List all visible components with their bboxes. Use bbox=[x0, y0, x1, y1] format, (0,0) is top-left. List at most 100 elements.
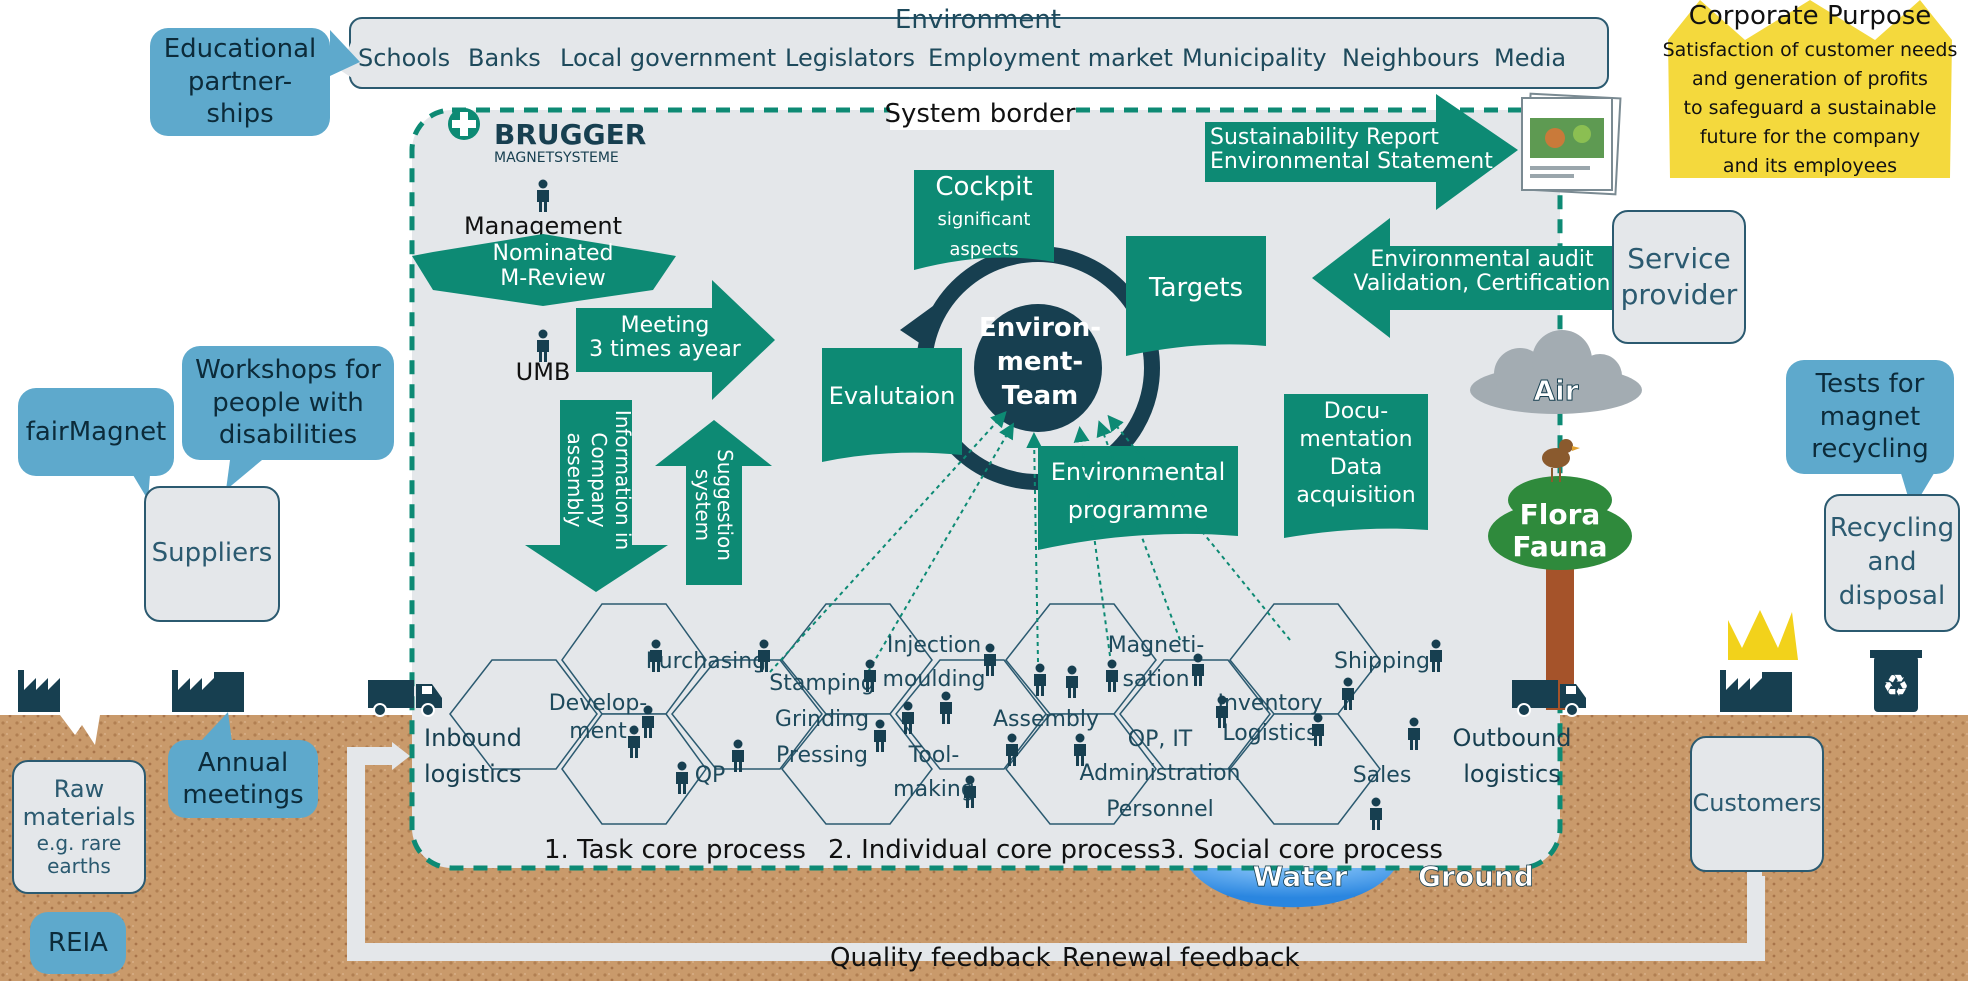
feedback-arrowhead bbox=[392, 742, 410, 770]
hex-label-opit-3: Personnel bbox=[1106, 797, 1214, 822]
team-line-2: ment- bbox=[997, 347, 1083, 377]
hex-toolmaking bbox=[781, 713, 933, 825]
workshops-line-2: people with bbox=[212, 387, 364, 418]
hex-label-toolmaking-1: Tool- bbox=[908, 743, 960, 768]
bird-icon bbox=[1542, 439, 1580, 482]
meeting-line-2: 3 times ayear bbox=[589, 337, 742, 362]
information-line-3: assembly bbox=[563, 433, 587, 528]
meeting-arrow bbox=[576, 280, 775, 400]
connector-4 bbox=[1073, 426, 1111, 657]
hex-label-inventory-1: Inventory bbox=[1217, 691, 1322, 716]
hex-label-injection-1: Injection bbox=[887, 633, 981, 658]
recycle-bin-icon: ♻ bbox=[1870, 650, 1922, 712]
information-line-2: Company bbox=[587, 432, 611, 527]
workshops-line-1: Workshops for bbox=[195, 355, 381, 386]
core-process-1: 1. Task core process bbox=[544, 835, 806, 865]
ground-label: Ground bbox=[1418, 860, 1534, 893]
recycling-line-1: Recycling bbox=[1829, 513, 1955, 544]
audit-line-1: Environmental audit bbox=[1370, 247, 1594, 272]
corporate-purpose-line-1: Satisfaction of customer needs bbox=[1663, 39, 1958, 61]
annual-bubble-pointer bbox=[200, 712, 232, 742]
hex-label-toolmaking-2: making bbox=[893, 777, 975, 802]
env-item-legislators: Legislators bbox=[785, 44, 915, 72]
team-circle bbox=[974, 304, 1102, 432]
raw-line-3: e.g. rare bbox=[36, 830, 122, 855]
documentation-line-3: Data bbox=[1330, 455, 1383, 480]
pdca-arrowhead bbox=[900, 290, 955, 350]
reia-label: REIA bbox=[48, 927, 108, 958]
m-review-line-2: M-Review bbox=[500, 266, 605, 291]
programme-line-2: programme bbox=[1068, 496, 1209, 524]
hex-label-development-2: ment bbox=[569, 719, 627, 744]
team-line-3: Team bbox=[1002, 381, 1079, 411]
raw-line-1: Raw bbox=[53, 775, 105, 804]
hex-label-magnetisation-1: Magneti- bbox=[1108, 633, 1205, 658]
logo-name: BRUGGER bbox=[494, 118, 646, 151]
hex-label-stamping-2: Grinding bbox=[775, 707, 869, 732]
educational-line-1: Educational bbox=[163, 34, 317, 65]
suggestion-line-1: Suggestion bbox=[713, 449, 737, 561]
inbound-truck-icon bbox=[367, 679, 443, 717]
hex-label-assembly: Assembly bbox=[993, 707, 1099, 732]
targets-label: Targets bbox=[1148, 273, 1243, 303]
renewal-feedback-label: Renewal feedback bbox=[1062, 943, 1300, 973]
report-arrow bbox=[1205, 94, 1518, 210]
crown-shape bbox=[1668, 0, 1952, 178]
m-review-line-1: Nominated bbox=[492, 241, 613, 266]
workshops-line-3: disabilities bbox=[218, 420, 358, 451]
hex-label-stamping-1: Stamping bbox=[769, 671, 875, 696]
corporate-purpose-line-2: and generation of profits bbox=[1692, 68, 1928, 90]
connector-1 bbox=[769, 411, 1007, 673]
system-border-label-bg bbox=[890, 96, 1070, 130]
team-line-1: Environ- bbox=[979, 313, 1101, 343]
umb-label: UMB bbox=[516, 358, 571, 386]
feedback-loop bbox=[347, 747, 1765, 961]
inbound-line-1: Inbound bbox=[424, 724, 522, 752]
tests-line-2: magnet bbox=[1819, 401, 1921, 432]
factory-icon-1 bbox=[18, 670, 60, 712]
connector-3 bbox=[1026, 432, 1043, 663]
raw-line-2: materials bbox=[22, 803, 136, 831]
fairmagnet-label: fairMagnet bbox=[25, 416, 167, 447]
audit-line-2: Validation, Certification bbox=[1354, 271, 1611, 296]
flora-label: Flora bbox=[1520, 498, 1601, 531]
fauna-label: Fauna bbox=[1512, 530, 1607, 563]
env-item-banks: Banks bbox=[468, 44, 541, 72]
hex-qp bbox=[561, 713, 707, 825]
hex-label-opit-1: OP, IT bbox=[1128, 727, 1193, 752]
mine-notch bbox=[60, 715, 100, 745]
hex-development bbox=[449, 659, 598, 770]
hex-label-sales: Sales bbox=[1353, 763, 1412, 788]
hex-label-development-1: Develop- bbox=[549, 691, 648, 716]
report-line-1: Sustainability Report bbox=[1210, 125, 1439, 150]
hex-label-injection-2: moulding bbox=[883, 667, 986, 692]
env-item-local-government: Local government bbox=[560, 44, 776, 72]
customer-crown-icon bbox=[1728, 610, 1798, 660]
report-document-icon bbox=[1521, 92, 1622, 196]
hex-label-shipping: Shipping bbox=[1334, 649, 1430, 674]
env-item-employment-market: Employment market bbox=[928, 44, 1173, 72]
documentation-line-1: Docu- bbox=[1324, 399, 1388, 424]
cockpit-label: Cockpit bbox=[935, 172, 1032, 202]
core-process-3: 3. Social core process bbox=[1160, 835, 1443, 865]
quality-feedback-label: Quality feedback bbox=[830, 943, 1051, 973]
inbound-line-2: logistics bbox=[424, 760, 522, 788]
documentation-line-4: acquisition bbox=[1296, 483, 1415, 508]
hex-opit bbox=[1005, 713, 1157, 825]
educational-bubble-pointer bbox=[330, 30, 360, 76]
factory-icon-3 bbox=[1720, 670, 1762, 712]
suppliers-box: Suppliers bbox=[144, 486, 280, 622]
suggestion-line-2: system bbox=[691, 469, 715, 541]
env-item-neighbours: Neighbours bbox=[1342, 44, 1479, 72]
documentation-box bbox=[1284, 394, 1428, 538]
hex-assembly bbox=[895, 659, 1047, 770]
annual-line-1: Annual bbox=[197, 747, 289, 778]
tests-line-3: recycling bbox=[1811, 434, 1929, 465]
hex-label-magnetisation-2: sation bbox=[1122, 667, 1189, 692]
hex-inventory bbox=[1119, 659, 1271, 770]
hex-label-purchasing: Purchasing bbox=[646, 649, 766, 674]
